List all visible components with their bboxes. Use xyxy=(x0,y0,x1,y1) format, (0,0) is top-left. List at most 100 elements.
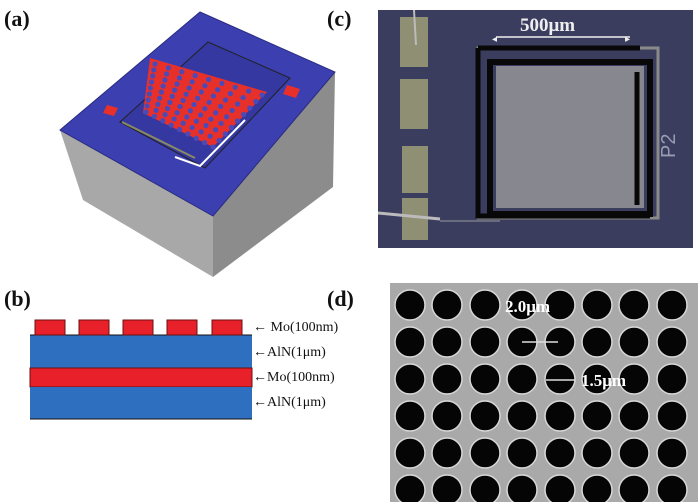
hole xyxy=(618,437,650,469)
hole xyxy=(581,289,613,321)
hole xyxy=(506,437,538,469)
membrane-hole xyxy=(218,120,224,126)
chip-3d-model xyxy=(59,11,336,277)
layer-label-mo-top: ← Mo(100nm) xyxy=(253,320,339,335)
hole xyxy=(469,437,501,469)
hole xyxy=(431,474,463,502)
membrane-hole xyxy=(164,105,171,112)
membrane-hole xyxy=(202,83,208,89)
bond-wire xyxy=(377,211,441,221)
hole xyxy=(469,363,501,395)
hole xyxy=(394,474,426,502)
hole xyxy=(506,474,538,502)
mo-electrode-membrane xyxy=(143,58,267,147)
membrane-hole xyxy=(177,103,183,110)
membrane-hole xyxy=(191,101,197,108)
membrane-hole xyxy=(171,116,177,122)
membrane-hole xyxy=(143,109,149,115)
membrane-hole xyxy=(222,131,228,137)
membrane-hole xyxy=(216,137,222,144)
membrane-hole xyxy=(174,81,180,87)
hole xyxy=(656,437,688,469)
bond-pad xyxy=(402,146,428,193)
membrane-hole xyxy=(180,97,186,103)
hole xyxy=(656,474,688,502)
hole xyxy=(544,437,576,469)
mo-top-electrodes xyxy=(34,319,243,336)
membrane-hole xyxy=(224,114,230,120)
bond-pad xyxy=(400,79,428,129)
hole xyxy=(581,474,613,502)
membrane-hole xyxy=(157,95,163,101)
membrane-hole xyxy=(169,93,175,99)
hole xyxy=(618,363,650,395)
hole xyxy=(656,400,688,432)
membrane-hole xyxy=(213,110,219,116)
hole xyxy=(431,289,463,321)
mo-layer-bottom xyxy=(29,367,253,388)
hole xyxy=(544,400,576,432)
hole xyxy=(469,400,501,432)
membrane-hole xyxy=(234,118,241,124)
membrane-hole xyxy=(195,95,201,101)
membrane-hole xyxy=(227,91,233,97)
membrane-hole xyxy=(222,97,229,103)
hole xyxy=(394,326,426,358)
pad-left xyxy=(103,105,118,116)
hole xyxy=(469,474,501,502)
membrane-hole xyxy=(155,101,161,107)
hole xyxy=(581,326,613,358)
membrane-hole xyxy=(160,83,166,89)
hole xyxy=(469,289,501,321)
hole xyxy=(431,363,463,395)
membrane-hole xyxy=(153,107,159,113)
scale-arrow-right: ▸ xyxy=(625,34,630,45)
membrane-hole xyxy=(150,73,156,79)
trench-line xyxy=(121,121,196,159)
mo-electrode xyxy=(34,319,66,336)
membrane-hole xyxy=(198,129,204,135)
hole xyxy=(581,363,613,395)
membrane-hole xyxy=(193,118,199,124)
mo-electrode xyxy=(166,319,198,336)
hole xyxy=(394,437,426,469)
membrane-hole xyxy=(202,106,208,112)
membrane-hole xyxy=(158,89,164,95)
panel-label-b: (b) xyxy=(4,286,31,311)
membrane-hole xyxy=(162,112,168,118)
membrane-holes xyxy=(143,61,265,150)
membrane-hole xyxy=(203,122,209,129)
chip-left-face xyxy=(60,130,213,277)
membrane-hole xyxy=(228,124,234,131)
membrane-hole xyxy=(192,73,198,79)
trench-inner xyxy=(487,59,653,217)
mo-electrode xyxy=(211,319,243,336)
membrane-hole xyxy=(180,120,186,126)
hole-diameter-label: 1.5μm xyxy=(581,371,626,390)
membrane-hole xyxy=(151,67,157,73)
trench-highlight xyxy=(174,119,246,168)
membrane-hole xyxy=(187,108,193,114)
membrane-hole xyxy=(176,126,183,133)
hole xyxy=(544,289,576,321)
hole xyxy=(618,326,650,358)
hole xyxy=(506,363,538,395)
hole xyxy=(431,437,463,469)
hole xyxy=(469,326,501,358)
membrane-hole xyxy=(160,118,166,124)
membrane-hole xyxy=(246,88,252,94)
pad-right xyxy=(283,85,300,98)
hole xyxy=(394,289,426,321)
membrane-hole xyxy=(210,93,216,99)
hole xyxy=(656,363,688,395)
membrane-hole xyxy=(206,99,212,105)
membrane-hole xyxy=(207,133,213,139)
bond-wire xyxy=(413,9,417,46)
membrane-hole xyxy=(219,80,225,86)
chip-micrograph: ◂ ▸ 500μm P2 xyxy=(377,9,693,248)
mo-electrode xyxy=(78,319,110,336)
chip-right-face xyxy=(213,72,335,277)
membrane-hole xyxy=(198,112,204,118)
hole xyxy=(506,289,538,321)
